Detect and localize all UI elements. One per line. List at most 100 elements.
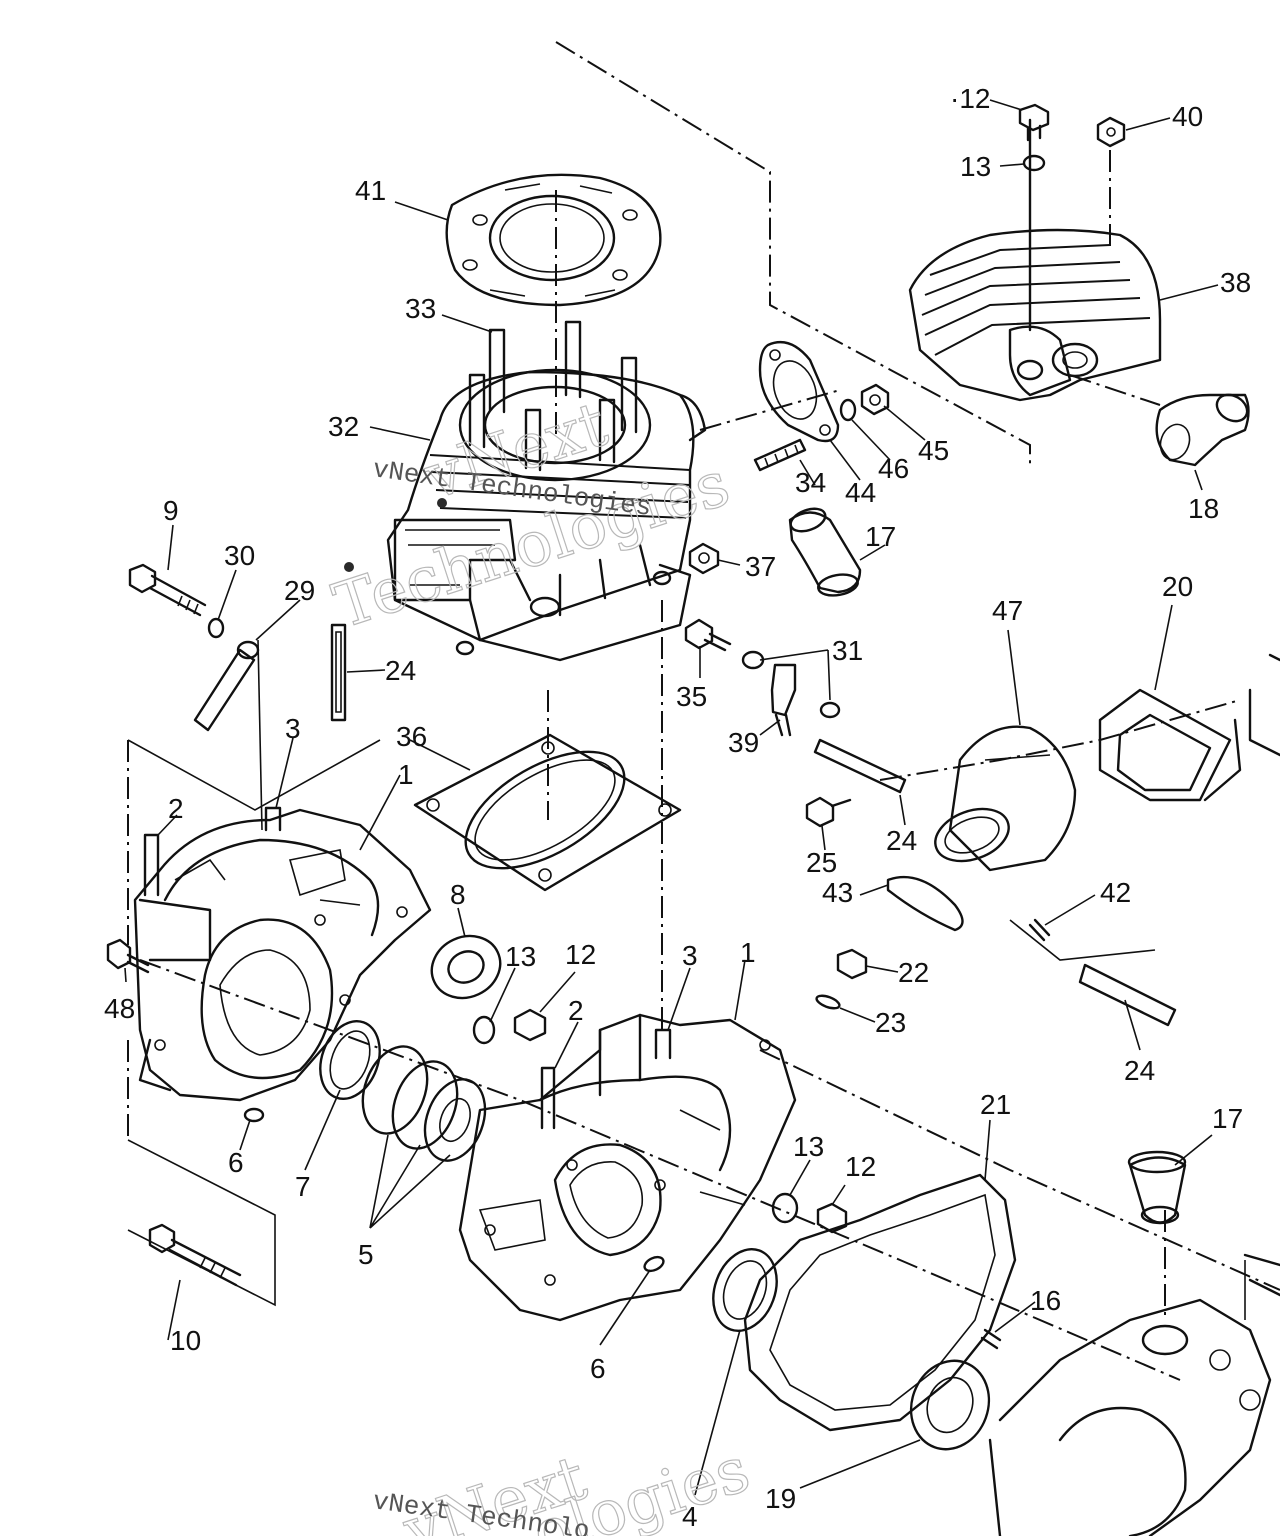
axis-intake-right: [879, 699, 1241, 781]
bracket-left-upper: [127, 739, 381, 811]
bolt-10: [148, 1223, 242, 1287]
reed-valve-20: [1098, 688, 1242, 802]
spacer-29: [193, 640, 260, 732]
dowel-6-right: [643, 1255, 665, 1273]
axis-intake: [699, 389, 841, 431]
callout-3-left: 3: [285, 713, 301, 744]
crankcase-rear: [988, 1253, 1280, 1536]
callout-5: 5: [358, 1239, 374, 1270]
bolt-12-mid: [513, 1008, 547, 1042]
reed-43: [886, 875, 964, 932]
callout-8: 8: [450, 879, 466, 910]
callout-35: 35: [676, 681, 707, 712]
callout-17-upper: 17: [865, 521, 896, 552]
bearings-5: [361, 1045, 487, 1162]
callout-2-right: 2: [568, 995, 584, 1026]
callout-21: 21: [980, 1089, 1011, 1120]
bolt-12-top: [1018, 103, 1050, 142]
callout-10: 10: [170, 1325, 201, 1356]
callout-24-right: 24: [886, 825, 917, 856]
callout-16: 16: [1030, 1285, 1061, 1316]
washer-13-top: [1022, 154, 1046, 172]
axis-crankcase-right: [759, 1049, 1280, 1291]
part-outline-right: [1248, 653, 1280, 757]
callout-37: 37: [745, 551, 776, 582]
callout-43: 43: [822, 877, 853, 908]
pin-42: [1028, 918, 1051, 942]
callout-41: 41: [355, 175, 386, 206]
bolt-35: [684, 618, 732, 652]
callout-12-top: ·12: [950, 83, 990, 114]
stud-2-left: [143, 833, 160, 897]
callout-13-lower: 13: [793, 1131, 824, 1162]
callout-13-top: 13: [960, 151, 991, 182]
leader-lines: [124, 99, 1219, 1496]
stud-34: [753, 438, 807, 472]
fitting-48: [106, 938, 150, 974]
callout-19: 19: [765, 1483, 796, 1514]
bolt-9: [128, 563, 207, 617]
callout-labels: 41 33 32 ·12 13 40 38 18 45 46 44 34 17 …: [104, 83, 1251, 1532]
strip-24-left: [330, 623, 347, 722]
callout-4: 4: [682, 1501, 698, 1532]
elbow-17-lower: [1127, 1150, 1187, 1225]
callout-24-left: 24: [385, 655, 416, 686]
fitting-39: [770, 663, 797, 737]
callout-17-lower: 17: [1212, 1103, 1243, 1134]
elbow-17-upper: [788, 507, 862, 597]
callout-1-left: 1: [398, 759, 414, 790]
nut-37: [688, 542, 720, 575]
callout-42: 42: [1100, 877, 1131, 908]
outlet-elbow-18: [1155, 393, 1250, 467]
bolt-25: [805, 796, 852, 828]
callout-6-left: 6: [228, 1147, 244, 1178]
strip-24-lower: [1078, 963, 1177, 1027]
washer-23: [815, 994, 841, 1010]
callout-30: 30: [224, 540, 255, 571]
callout-7: 7: [295, 1171, 311, 1202]
callout-22: 22: [898, 957, 929, 988]
washer-30: [207, 617, 225, 639]
callout-32: 32: [328, 411, 359, 442]
bracket-left-lower: [127, 1139, 276, 1307]
callout-25: 25: [806, 847, 837, 878]
callout-38: 38: [1220, 267, 1251, 298]
axis-main-vertical: [555, 41, 1031, 465]
callout-40: 40: [1172, 101, 1203, 132]
callout-44: 44: [845, 477, 876, 508]
callout-1-right: 1: [740, 937, 756, 968]
bracket-bolt-29: [257, 639, 263, 831]
crankcase-left-1: [133, 808, 432, 1102]
washer-13-mid: [472, 1015, 496, 1045]
callout-29: 29: [284, 575, 315, 606]
callout-2-left: 2: [168, 793, 184, 824]
bracket-right-24: [1009, 919, 1156, 961]
callout-18: 18: [1188, 493, 1219, 524]
axis-outlet: [1069, 374, 1161, 406]
callout-46: 46: [878, 453, 909, 484]
callout-12-lower: 12: [845, 1151, 876, 1182]
callout-6-right: 6: [590, 1353, 606, 1384]
callout-31: 31: [832, 635, 863, 666]
dowel-6-left: [243, 1107, 265, 1123]
strip-24-right: [813, 738, 907, 794]
washer-46: [839, 398, 857, 422]
seal-4: [712, 1248, 778, 1332]
intake-manifold-47: [934, 725, 1077, 872]
cylinder-head-38: [908, 118, 1162, 402]
nut-40: [1096, 116, 1126, 148]
callout-3-right: 3: [682, 940, 698, 971]
dowel-3-right: [654, 1028, 672, 1060]
dowel-3-left: [264, 806, 282, 832]
pin-16: [980, 1328, 1002, 1350]
callout-47: 47: [992, 595, 1023, 626]
callout-23: 23: [875, 1007, 906, 1038]
callout-9: 9: [163, 495, 179, 526]
plug-22: [836, 948, 868, 980]
callout-12-mid: 12: [565, 939, 596, 970]
washer-13-lower: [771, 1192, 799, 1224]
base-gasket-36: [413, 733, 682, 892]
axis-crank: [139, 959, 1181, 1381]
cylinder-32: [344, 320, 707, 662]
